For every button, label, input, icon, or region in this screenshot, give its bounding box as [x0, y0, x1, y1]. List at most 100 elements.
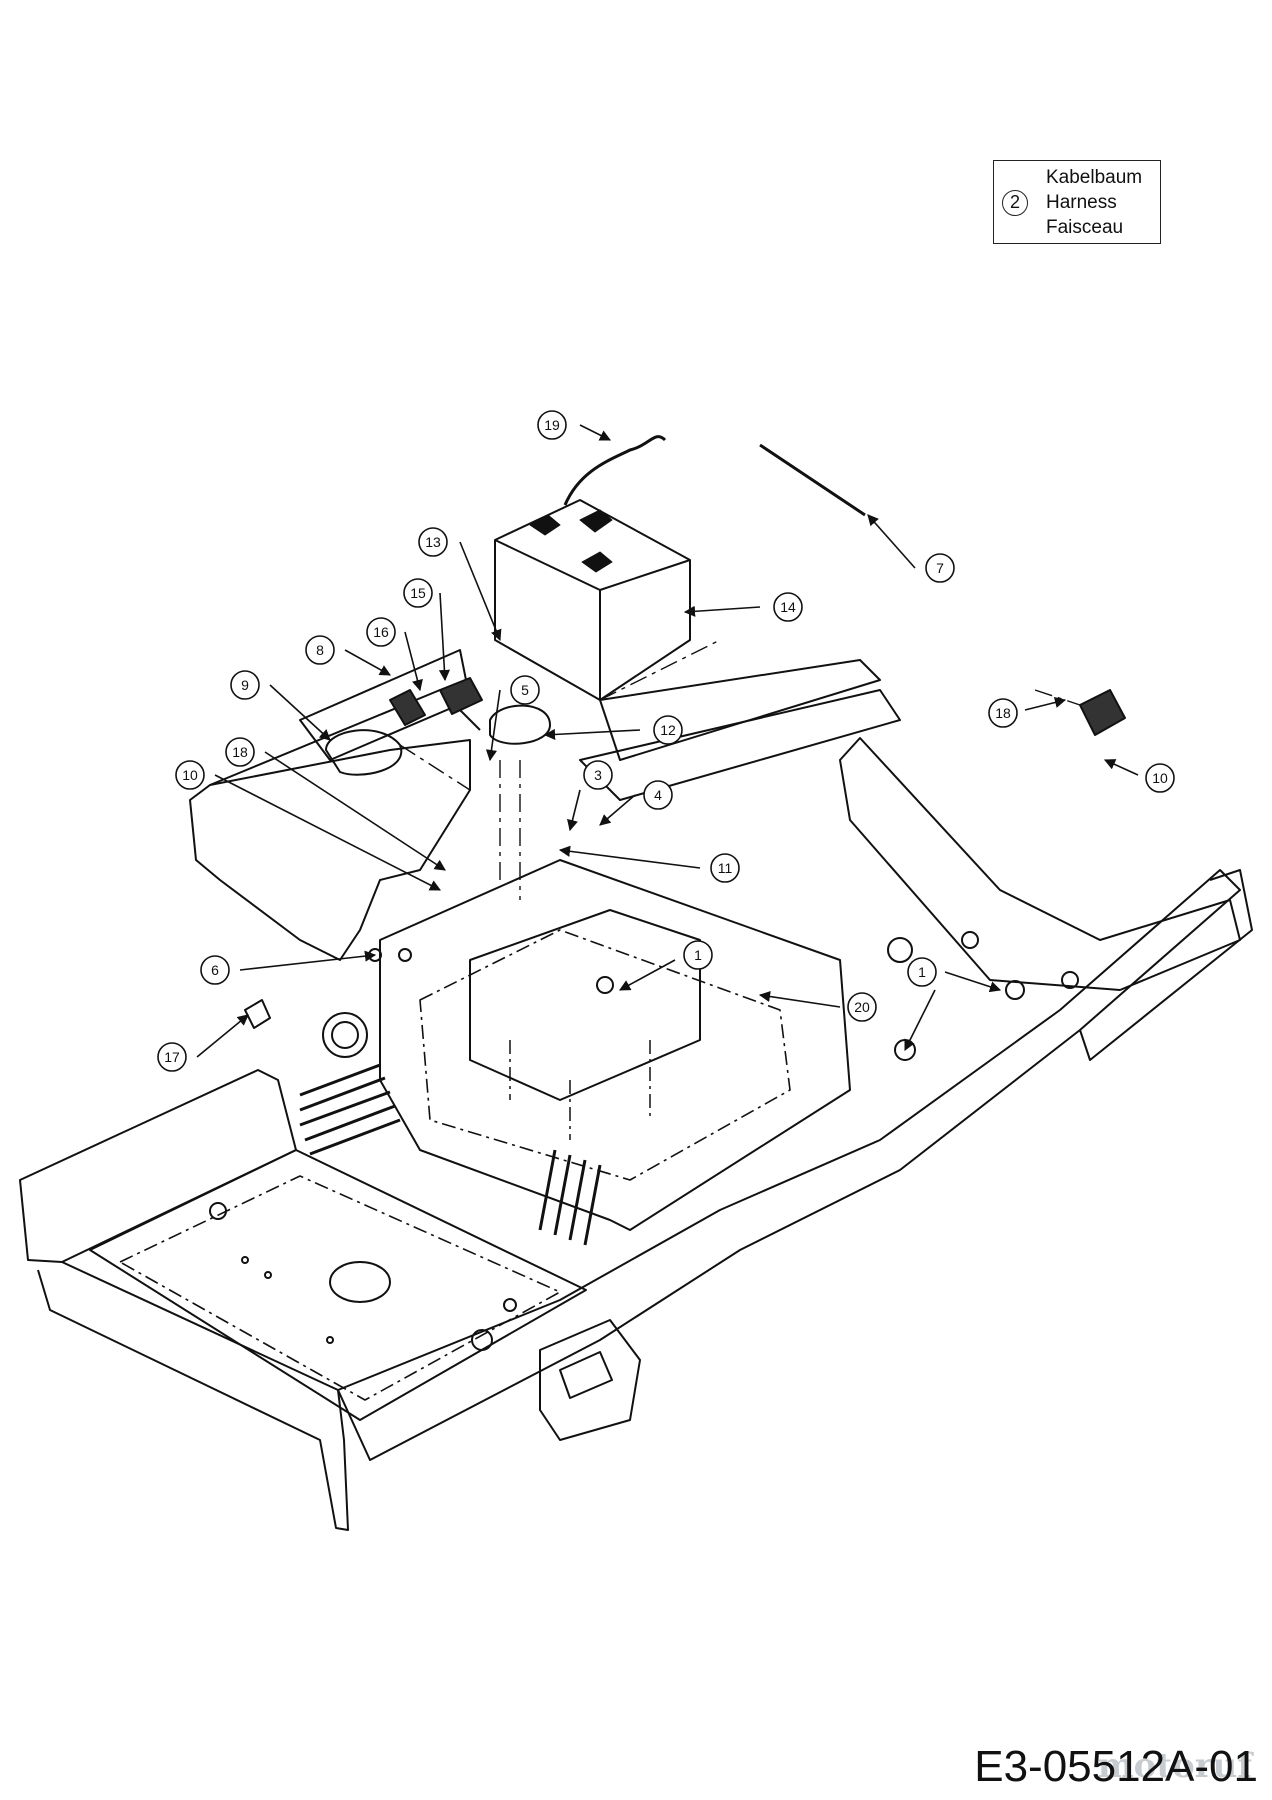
callout-circle — [403, 578, 433, 608]
callout-15: 15 — [403, 578, 451, 682]
callout-leader — [944, 971, 1002, 993]
callout-circle — [907, 957, 937, 987]
callout-circle — [653, 715, 683, 745]
callout-circle — [510, 675, 540, 705]
callout-number: 9 — [241, 677, 249, 693]
callout-leader — [683, 605, 761, 617]
callout-number: 1 — [694, 947, 702, 963]
callout-leader — [567, 789, 581, 832]
callout-6: 6 — [200, 950, 377, 985]
callout-leader — [867, 514, 916, 569]
callout-leader — [579, 424, 612, 441]
legend-text: Kabelbaum Harness Faisceau — [1046, 165, 1142, 240]
callout-number: 17 — [164, 1049, 180, 1065]
callout-circle — [366, 617, 396, 647]
callout-17: 17 — [157, 1014, 249, 1072]
callout-number: 18 — [995, 705, 1011, 721]
callout-8: 8 — [305, 635, 391, 676]
callout-7: 7 — [867, 514, 955, 583]
callout-number: 16 — [373, 624, 389, 640]
callout-5: 5 — [485, 675, 540, 762]
callout-circle — [847, 992, 877, 1022]
callout-number: 11 — [718, 860, 733, 876]
callout-14: 14 — [683, 592, 803, 622]
callout-number: 10 — [182, 767, 198, 783]
watermark-part-a: motor — [1097, 1746, 1213, 1786]
callout-leader — [239, 950, 377, 971]
callout-circle — [683, 940, 713, 970]
callout-circle — [305, 635, 335, 665]
callout-circle — [175, 760, 205, 790]
callout-number: 10 — [1152, 770, 1168, 786]
watermark: motoruf — [1098, 1746, 1252, 1786]
callout-number: 13 — [425, 534, 441, 550]
callout-number: 1 — [918, 964, 926, 980]
callout-leader — [214, 774, 441, 891]
callout-leader — [196, 1014, 249, 1058]
callout-19: 19 — [537, 410, 612, 441]
callout-leader — [264, 751, 446, 871]
callout-number: 12 — [660, 722, 676, 738]
callout-circle — [583, 760, 613, 790]
callout-12: 12 — [543, 715, 683, 745]
callout-number: 14 — [780, 599, 796, 615]
callout-number: 19 — [544, 417, 560, 433]
legend-line-en: Harness — [1046, 192, 1117, 213]
callout-1: 1 — [619, 940, 713, 991]
callout-circle — [200, 955, 230, 985]
callout-18: 18 — [225, 737, 446, 871]
callout-leader — [904, 989, 936, 1052]
callout-circle — [230, 670, 260, 700]
callout-number: 7 — [936, 560, 944, 576]
callout-number: 5 — [521, 682, 529, 698]
callout-1: 1 — [904, 957, 1002, 1052]
callout-circle — [773, 592, 803, 622]
callout-circle — [537, 410, 567, 440]
callout-13: 13 — [418, 527, 502, 642]
callout-leader — [1103, 759, 1139, 776]
callout-10: 10 — [175, 760, 441, 891]
callout-circle — [710, 853, 740, 883]
callout-leader — [558, 845, 701, 869]
callout-circle — [157, 1042, 187, 1072]
callout-18: 18 — [988, 697, 1067, 728]
callout-16: 16 — [366, 617, 423, 692]
callout-leader — [459, 541, 502, 642]
callout-leader — [404, 631, 423, 692]
callout-leader — [438, 592, 451, 682]
callout-leader — [485, 689, 501, 762]
callout-number: 20 — [854, 999, 870, 1015]
callout-circle — [1145, 763, 1175, 793]
callout-leader — [269, 684, 331, 741]
callout-number: 3 — [594, 767, 602, 783]
callout-number: 8 — [316, 642, 324, 658]
callout-11: 11 — [558, 845, 740, 883]
callout-leader — [1024, 697, 1067, 711]
callout-circle — [925, 553, 955, 583]
callout-3: 3 — [567, 760, 613, 832]
callout-leader — [543, 728, 641, 741]
callout-9: 9 — [230, 670, 331, 741]
legend-line-de: Kabelbaum — [1046, 167, 1143, 188]
legend-number: 2 — [1002, 190, 1028, 216]
callout-10: 10 — [1103, 759, 1175, 793]
callout-number: 18 — [232, 744, 248, 760]
callout-circle — [225, 737, 255, 767]
callout-number: 15 — [410, 585, 426, 601]
legend-box: 2 Kabelbaum Harness Faisceau — [993, 160, 1161, 244]
callout-leader — [344, 649, 391, 676]
callout-leader — [758, 990, 841, 1008]
callout-number: 4 — [654, 787, 662, 803]
document-code: E3-05512A-01 — [974, 1742, 1258, 1791]
callout-leader — [599, 794, 636, 826]
callout-circle — [988, 698, 1018, 728]
callout-leader — [619, 959, 676, 991]
legend-line-fr: Faisceau — [1046, 217, 1124, 238]
mower-frame-drawing — [19, 435, 1253, 1531]
callout-20: 20 — [758, 990, 877, 1022]
watermark-part-b: uf — [1212, 1746, 1252, 1786]
callout-circle — [643, 780, 673, 810]
callout-4: 4 — [599, 780, 673, 826]
